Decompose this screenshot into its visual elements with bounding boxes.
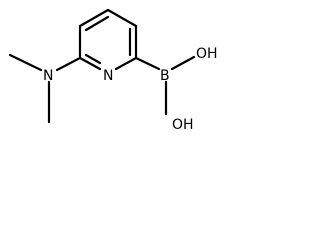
- bond-boron-oh-top: [170, 55, 196, 71]
- atom-label-boron: B: [160, 68, 170, 84]
- bond-c6-namine: [55, 56, 82, 72]
- ring-double-bond-c6-n1: [84, 53, 102, 65]
- ring-double-bond-c4-c5: [84, 15, 110, 32]
- ring-bond-n1-c2: [114, 56, 138, 71]
- atom-label-n-ring: N: [103, 68, 113, 84]
- structure-canvas: N N B OH OH: [0, 0, 230, 133]
- ring-bond-c6-n1: [78, 56, 102, 71]
- ring-bond-c3-c4: [106, 8, 138, 28]
- bond-namine-methyl-left: [8, 53, 43, 72]
- bond-c2-boron: [134, 56, 161, 71]
- atom-label-n-amine: N: [43, 68, 53, 84]
- ring-bond-c4-c5: [78, 8, 110, 28]
- pyridine-boronic-acid-diagram: N N B OH OH: [8, 8, 218, 133]
- atom-label-oh-top: OH: [196, 46, 218, 62]
- atom-label-oh-bottom: OH: [172, 117, 194, 133]
